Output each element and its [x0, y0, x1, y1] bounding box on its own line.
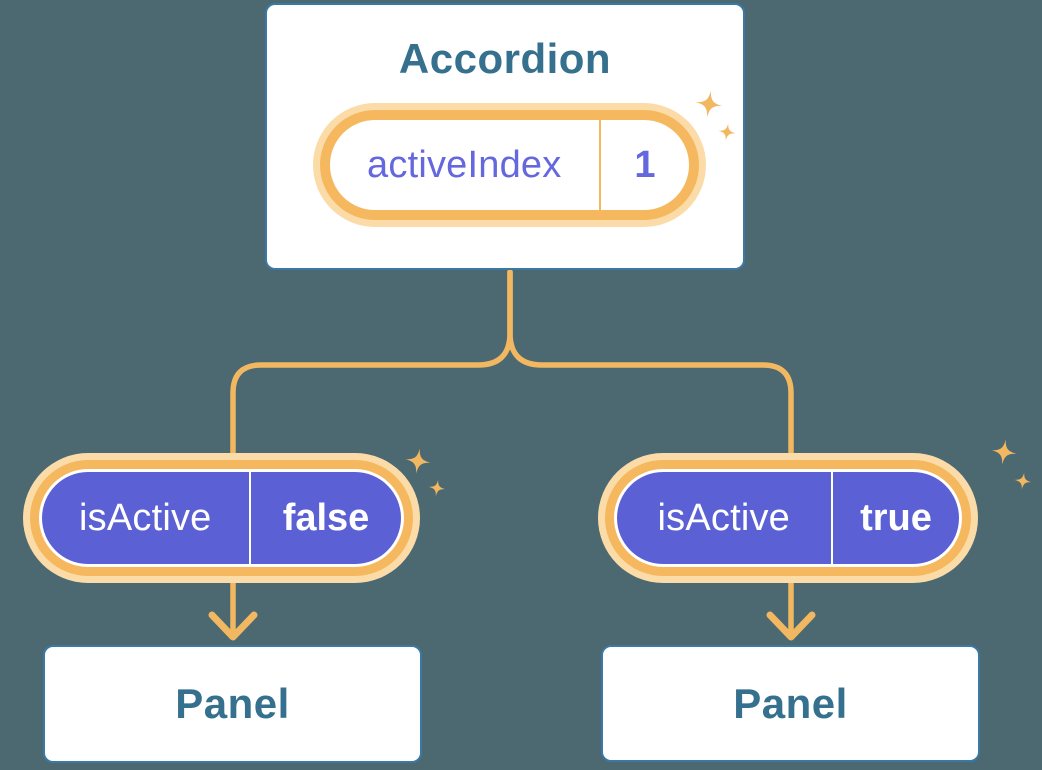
state-label: activeIndex: [367, 143, 562, 186]
prop-pill-body: isActive false: [42, 472, 401, 564]
connector-left-branch: [230, 269, 513, 635]
connector-right-branch: [507, 269, 794, 635]
pill-divider: [598, 120, 601, 210]
prop-value: true: [860, 496, 932, 539]
sparkle-icon: [405, 448, 431, 474]
sparkle-icon: [1014, 472, 1032, 490]
state-value: 1: [634, 143, 656, 186]
state-pill-body: activeIndex 1: [330, 120, 689, 210]
accordion-title: Accordion: [398, 35, 612, 82]
prop-label: isActive: [78, 496, 212, 539]
arrow-down-icon: [208, 611, 258, 641]
panel-box-right: Panel: [601, 645, 980, 762]
prop-value: false: [282, 496, 370, 539]
arrow-down-icon: [766, 611, 816, 641]
panel-label: Panel: [175, 680, 290, 727]
prop-label: isActive: [657, 496, 791, 539]
panel-box-left: Panel: [43, 645, 422, 763]
sparkle-icon: [991, 439, 1017, 465]
prop-pill-isactive-false: isActive false: [30, 460, 413, 576]
prop-pill-body: isActive true: [617, 472, 959, 564]
panel-label: Panel: [733, 679, 848, 727]
state-pill: activeIndex 1: [320, 110, 699, 220]
prop-pill-isactive-true: isActive true: [605, 460, 971, 576]
pill-divider: [830, 472, 833, 564]
pill-divider: [248, 472, 251, 564]
sparkle-icon: [428, 479, 446, 497]
